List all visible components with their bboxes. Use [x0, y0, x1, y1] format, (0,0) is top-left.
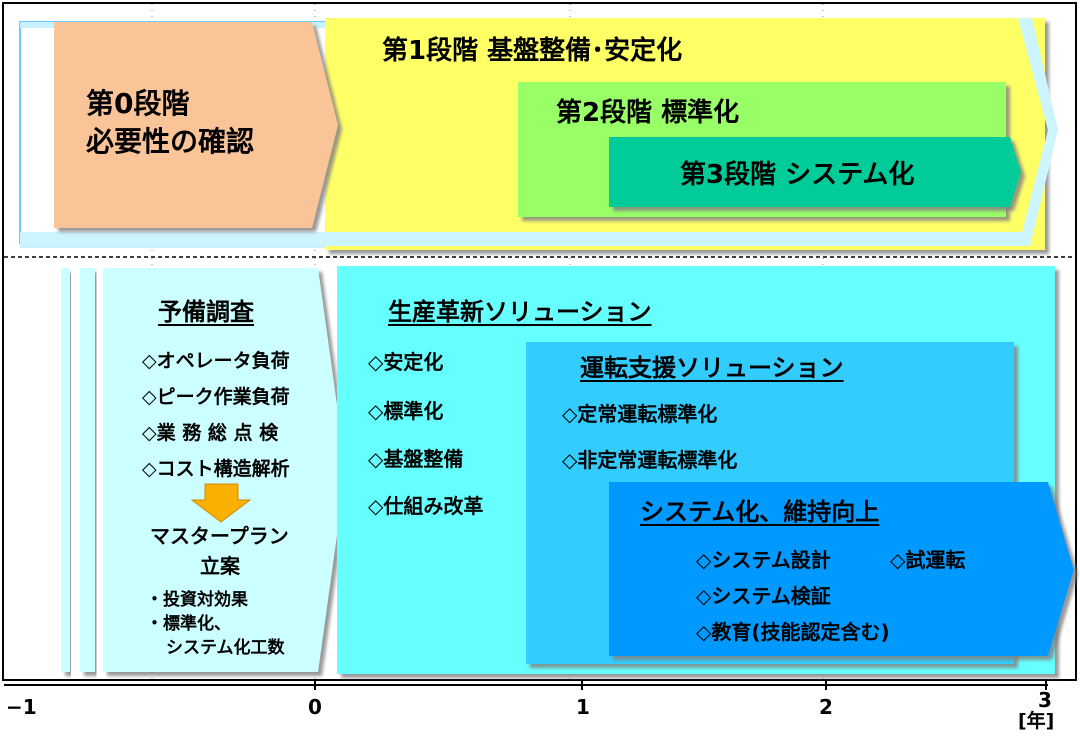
master-plan-line2: 立案 — [200, 554, 240, 578]
down-arrow-icon — [190, 483, 252, 523]
operation-item: ◇定常運転標準化 — [562, 402, 718, 426]
stage2-title: 第2段階 標準化 — [556, 98, 740, 128]
axis-tick-label: 1 — [576, 695, 590, 719]
system-item: ◇試運転 — [890, 548, 966, 572]
production-item: ◇標準化 — [368, 399, 444, 423]
production-title: 生産革新ソリューション — [388, 298, 652, 326]
axis-tick-label: 2 — [819, 695, 833, 719]
axis-tick-label: −1 — [6, 695, 37, 719]
plan-note: ・標準化、 — [146, 614, 231, 634]
master-plan-line1: マスタープラン — [150, 524, 289, 548]
stage0-title: 第0段階 — [86, 87, 190, 120]
system-title: システム化、維持向上 — [640, 498, 880, 526]
prelim-box — [103, 268, 346, 672]
operation-title: 運転支援ソリューション — [580, 354, 844, 382]
system-item: ◇システム設計 — [696, 548, 831, 572]
production-item: ◇安定化 — [368, 350, 444, 374]
prelim-title: 予備調査 — [158, 298, 254, 326]
stage0-box — [54, 22, 338, 228]
stage1-title: 第1段階 基盤整備･安定化 — [382, 36, 683, 66]
prelim-item: ◇コスト構造解析 — [142, 458, 290, 480]
operation-item: ◇非定常運転標準化 — [562, 448, 738, 472]
plan-note: ・投資対効果 — [146, 590, 248, 610]
prelim-item: ◇ピーク作業負荷 — [142, 386, 290, 408]
system-item: ◇教育(技能認定含む) — [696, 620, 890, 644]
axis-unit: [年] — [1018, 710, 1055, 732]
axis-tick-label: 3 — [1038, 688, 1052, 712]
axis-tick-label: 0 — [308, 695, 322, 719]
diagram-frame — [2, 2, 1077, 681]
prelim-item: ◇オペレータ負荷 — [142, 350, 290, 372]
prelim-item: ◇業 務 総 点 検 — [142, 422, 279, 444]
plan-note: システム化工数 — [166, 638, 285, 658]
stage3-box — [609, 137, 1021, 207]
system-box — [609, 482, 1074, 656]
production-item: ◇基盤整備 — [368, 447, 464, 471]
system-item: ◇システム検証 — [696, 584, 831, 608]
stage0-subtitle: 必要性の確認 — [86, 125, 255, 158]
stage3-title: 第3段階 システム化 — [680, 160, 915, 190]
production-item: ◇仕組み改革 — [368, 494, 484, 518]
